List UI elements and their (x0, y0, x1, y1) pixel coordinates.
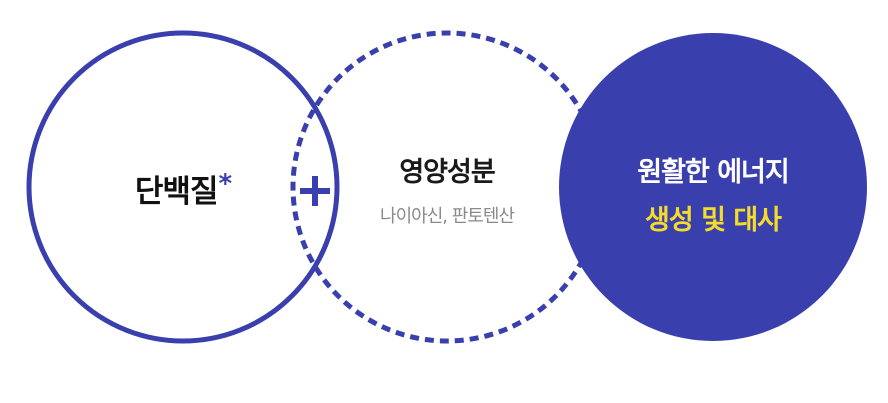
protein-text: 단백질 (134, 174, 219, 210)
plus-icon (300, 176, 330, 206)
nutrient-title: 영양성분 (399, 157, 495, 188)
nutrient-subtitle: 나이아신, 판토텐산 (380, 206, 515, 227)
protein-label: 단백질* (134, 166, 232, 211)
result-title-line2: 생성 및 대사 (645, 205, 782, 236)
result-circle (559, 33, 867, 341)
protein-circle (26, 30, 340, 344)
asterisk-icon: * (218, 169, 232, 199)
result-title-line1: 원활한 에너지 (637, 157, 789, 188)
